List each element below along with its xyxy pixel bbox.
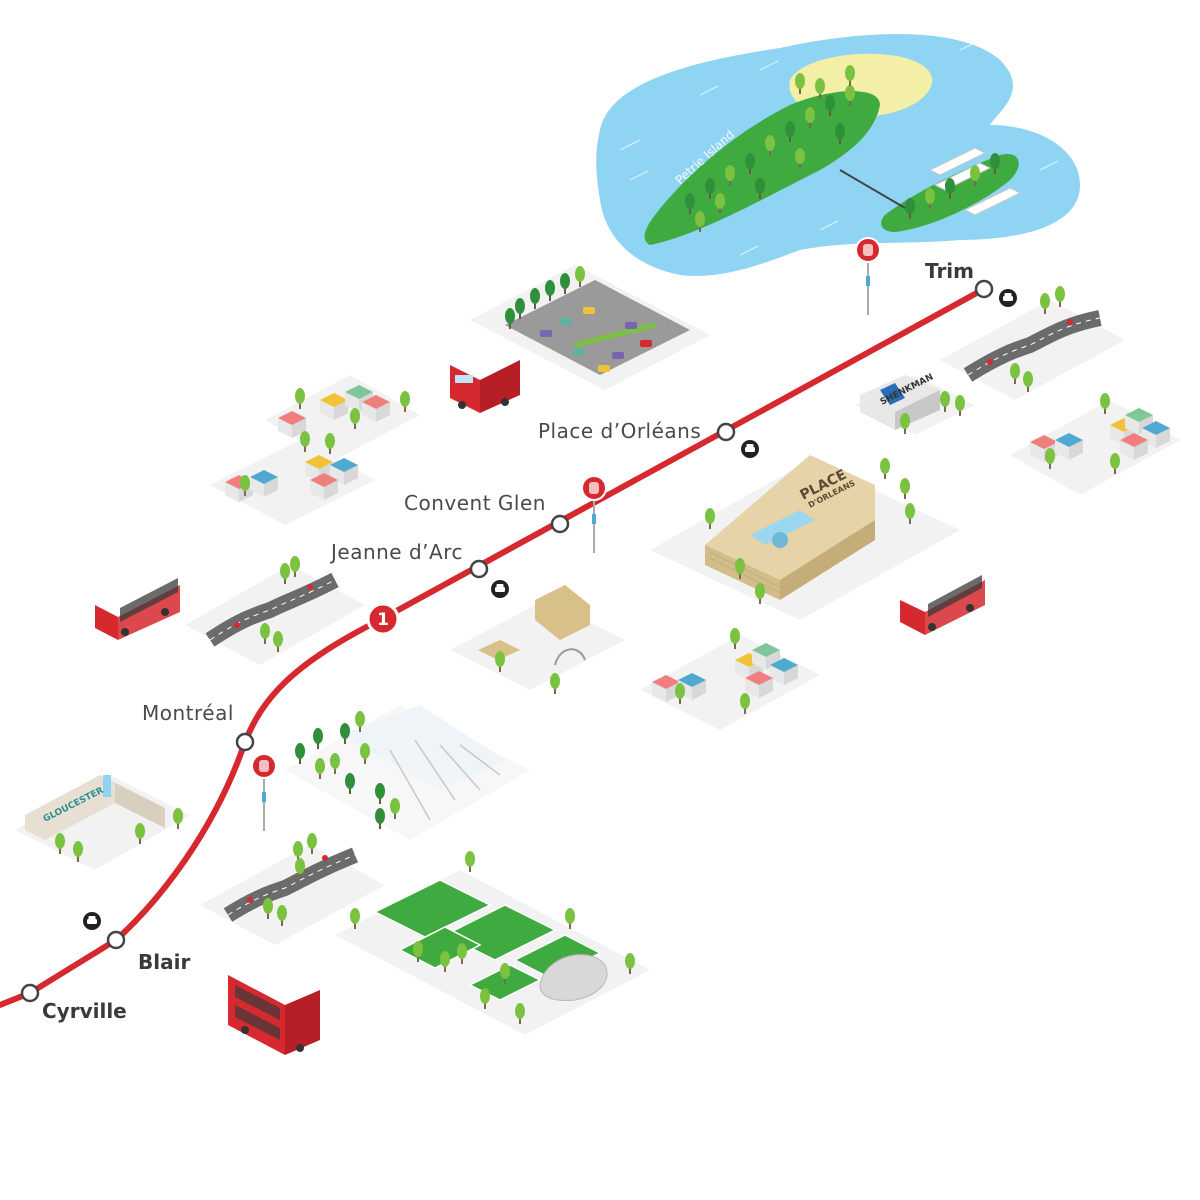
line-1-badge[interactable]: 1 — [366, 602, 400, 636]
soccer-fields — [335, 851, 650, 1035]
park-and-ride-lot — [470, 265, 710, 390]
station-label: Jeanne d’Arc — [329, 540, 463, 564]
sports-dome — [539, 954, 608, 1001]
station-marker[interactable] — [469, 559, 489, 579]
cycling-path-right — [940, 286, 1125, 400]
station-marker[interactable] — [550, 514, 570, 534]
residential-area-upper — [210, 375, 420, 525]
station-place-dorleans[interactable]: Place d’Orléans — [538, 419, 759, 458]
city-bus-left — [95, 570, 180, 640]
station-cyrville[interactable]: Cyrville — [20, 983, 127, 1023]
bus-stop-sign-icon — [581, 475, 607, 553]
parking-car-icon — [83, 912, 101, 930]
place-dorleans-mall: PLACE D'ORLEANS — [650, 455, 960, 620]
station-montreal[interactable]: Montréal — [142, 701, 255, 752]
station-label: Cyrville — [42, 999, 127, 1023]
bus-stop-sign-icon — [251, 753, 277, 831]
cycling-path-lower — [200, 833, 385, 945]
shenkman-arts-centre: SHENKMAN — [855, 372, 975, 435]
residential-area-right — [1010, 393, 1180, 495]
city-bus-right — [900, 565, 985, 635]
parking-car-icon — [741, 440, 759, 458]
line-1-badge-number: 1 — [377, 610, 389, 630]
station-blair[interactable]: Blair — [83, 912, 190, 974]
station-label: Blair — [138, 950, 190, 974]
station-label: Trim — [925, 259, 974, 283]
station-trim[interactable]: Trim — [925, 259, 1017, 307]
station-marker[interactable] — [716, 422, 736, 442]
station-label: Montréal — [142, 701, 234, 725]
island-forest — [644, 91, 880, 246]
food-truck — [450, 345, 520, 413]
residential-area-middle — [640, 628, 820, 730]
station-label: Place d’Orléans — [538, 419, 701, 443]
parking-car-icon — [491, 580, 509, 598]
station-marker[interactable] — [235, 732, 255, 752]
double-decker-bus — [228, 958, 320, 1055]
station-jeanne-darc[interactable]: Jeanne d’Arc — [329, 540, 509, 598]
station-marker[interactable] — [20, 983, 40, 1003]
station-convent-glen[interactable]: Convent Glen — [404, 491, 570, 534]
cycling-path-mid — [185, 556, 365, 665]
bus-stop-sign-icon — [855, 237, 881, 315]
parking-car-icon — [999, 289, 1017, 307]
petrie-island-area: Petrie Island — [596, 34, 1080, 276]
gloucester-centre: GLOUCESTER — [15, 775, 190, 870]
station-marker[interactable] — [974, 279, 994, 299]
skate-park — [450, 585, 625, 694]
ski-hill — [285, 705, 530, 840]
station-label: Convent Glen — [404, 491, 546, 515]
station-marker[interactable] — [106, 930, 126, 950]
